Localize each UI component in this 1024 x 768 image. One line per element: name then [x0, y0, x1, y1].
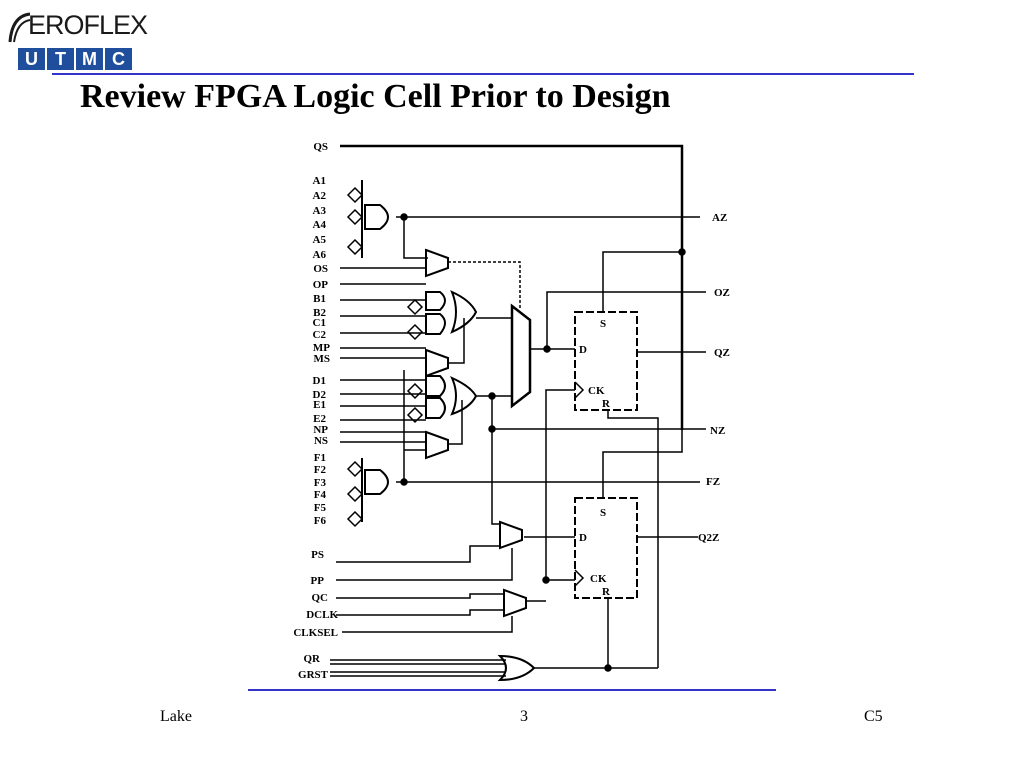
- footer-page-number: 3: [520, 708, 528, 725]
- label-a2: A2: [313, 190, 327, 202]
- label-qr: QR: [304, 653, 322, 665]
- flipflop-1-pins: S D CK R: [579, 318, 611, 410]
- flipflop-2-pins: S D CK R: [579, 507, 611, 598]
- label-op: OP: [313, 279, 329, 291]
- label-a1: A1: [313, 175, 326, 187]
- label-f5: F5: [314, 502, 327, 514]
- label-qs: QS: [313, 141, 328, 153]
- utmc-letter-c: C: [105, 48, 132, 70]
- label-fz: FZ: [706, 476, 720, 488]
- label-c2: C2: [313, 329, 327, 341]
- ff2-reset-label: R: [602, 586, 611, 598]
- label-e2: E2: [313, 413, 326, 425]
- utmc-letter-m: M: [76, 48, 103, 70]
- utmc-letter-t: T: [47, 48, 74, 70]
- utmc-letter-u: U: [18, 48, 45, 70]
- utmc-badge: U T M C: [18, 48, 132, 70]
- ff1-clock-label: CK: [588, 385, 605, 397]
- label-os: OS: [313, 263, 328, 275]
- aeroflex-utmc-logo: EROFLEX U T M C: [8, 6, 148, 72]
- label-az: AZ: [712, 212, 727, 224]
- label-a5: A5: [313, 234, 327, 246]
- ff1-data-label: D: [579, 344, 587, 356]
- ff1-set-label: S: [600, 318, 606, 330]
- output-labels: AZ OZ QZ NZ FZ Q2Z: [698, 212, 730, 544]
- ff2-set-label: S: [600, 507, 606, 519]
- input-labels: QS A1 A2 A3 A4 A5 A6 OS OP B1 B2 C1 C2 M…: [293, 141, 338, 681]
- label-f6: F6: [314, 515, 327, 527]
- label-a3: A3: [313, 205, 327, 217]
- label-grst: GRST: [298, 669, 329, 681]
- top-divider: [52, 73, 914, 75]
- label-clksel: CLKSEL: [293, 627, 338, 639]
- label-mp: MP: [313, 342, 330, 354]
- label-f2: F2: [314, 464, 327, 476]
- label-f3: F3: [314, 477, 327, 489]
- label-f4: F4: [314, 489, 327, 501]
- label-b2: B2: [313, 307, 326, 319]
- slide-title: Review FPGA Logic Cell Prior to Design: [80, 78, 671, 115]
- label-np: NP: [313, 424, 328, 436]
- ff2-data-label: D: [579, 532, 587, 544]
- label-b1: B1: [313, 293, 326, 305]
- logo-arc-icon: [8, 12, 31, 43]
- label-f1: F1: [314, 452, 326, 464]
- label-c1: C1: [313, 317, 326, 329]
- label-nz: NZ: [710, 425, 725, 437]
- logo-wordmark: EROFLEX: [28, 10, 148, 40]
- ff1-reset-label: R: [602, 398, 611, 410]
- label-e1: E1: [313, 399, 326, 411]
- footer-author: Lake: [160, 708, 192, 725]
- label-a4: A4: [313, 219, 327, 231]
- label-pp: PP: [311, 575, 325, 587]
- label-oz: OZ: [714, 287, 730, 299]
- label-a6: A6: [313, 249, 327, 261]
- label-ns: NS: [314, 435, 328, 447]
- label-qc: QC: [312, 592, 329, 604]
- label-dclk: DCLK: [306, 609, 338, 621]
- bottom-divider: [248, 689, 776, 691]
- label-d2: D2: [313, 389, 327, 401]
- ff2-clock-label: CK: [590, 573, 607, 585]
- label-ms: MS: [314, 353, 331, 365]
- footer-section: C5: [864, 708, 883, 725]
- label-d1: D1: [313, 375, 326, 387]
- label-q2z: Q2Z: [698, 532, 719, 544]
- label-qz: QZ: [714, 347, 730, 359]
- diagram-wiring: [330, 144, 706, 682]
- label-ps: PS: [311, 549, 324, 561]
